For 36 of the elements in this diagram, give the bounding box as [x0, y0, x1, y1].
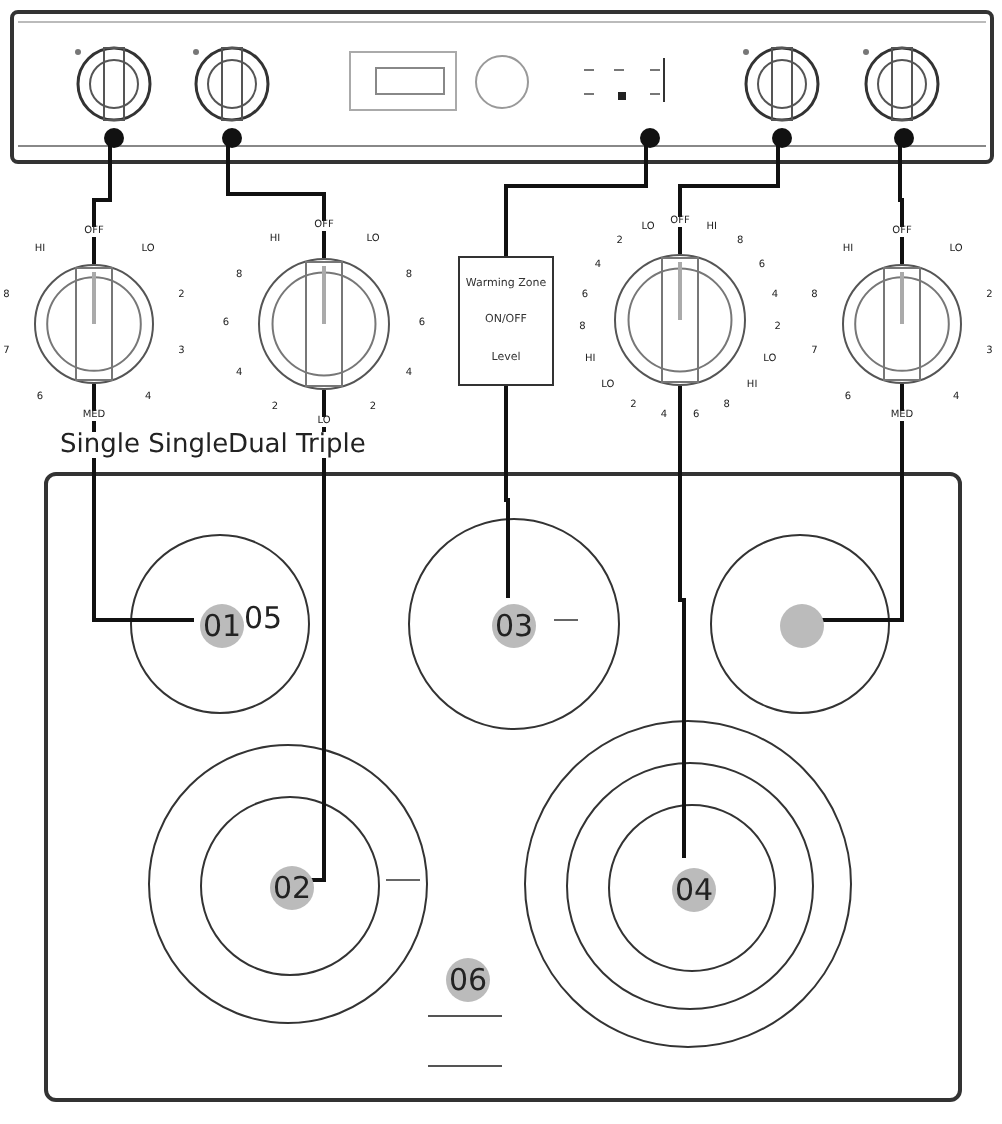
burner-circle	[710, 534, 890, 714]
zone-number: 01	[200, 604, 244, 648]
zone-number: 03	[492, 604, 536, 648]
leader-line	[898, 144, 904, 264]
leader-line	[306, 390, 326, 882]
burner-circle	[524, 720, 852, 1048]
leader-line	[504, 386, 510, 598]
control-knob	[34, 264, 154, 384]
burner-circle	[200, 796, 380, 976]
connection-dot	[894, 128, 914, 148]
control-knob	[258, 258, 390, 390]
burner-circle	[130, 534, 310, 714]
burner-circle	[408, 518, 620, 730]
connection-dot	[222, 128, 242, 148]
zone-number: 05	[244, 600, 283, 636]
burner-circle	[608, 804, 776, 972]
burner-circle	[566, 762, 814, 1010]
leader-line	[92, 144, 112, 264]
leader-line	[226, 144, 326, 258]
zone-number: 02	[270, 866, 314, 910]
connection-dot	[640, 128, 660, 148]
zone-number: 06	[446, 958, 490, 1002]
leader-line	[678, 386, 686, 858]
zone-marker	[780, 604, 824, 648]
zone-number: 04	[672, 868, 716, 912]
connection-dot	[772, 128, 792, 148]
control-knob	[614, 254, 746, 386]
burner-circle	[148, 744, 428, 1024]
type-caption: Single SingleDual Triple	[60, 432, 366, 458]
cooktop-outline	[44, 472, 962, 1102]
leader-line	[504, 144, 648, 256]
control-knob	[842, 264, 962, 384]
leader-line	[678, 144, 780, 254]
leader-line	[818, 384, 904, 622]
connection-dot	[104, 128, 124, 148]
leader-line	[92, 384, 194, 622]
